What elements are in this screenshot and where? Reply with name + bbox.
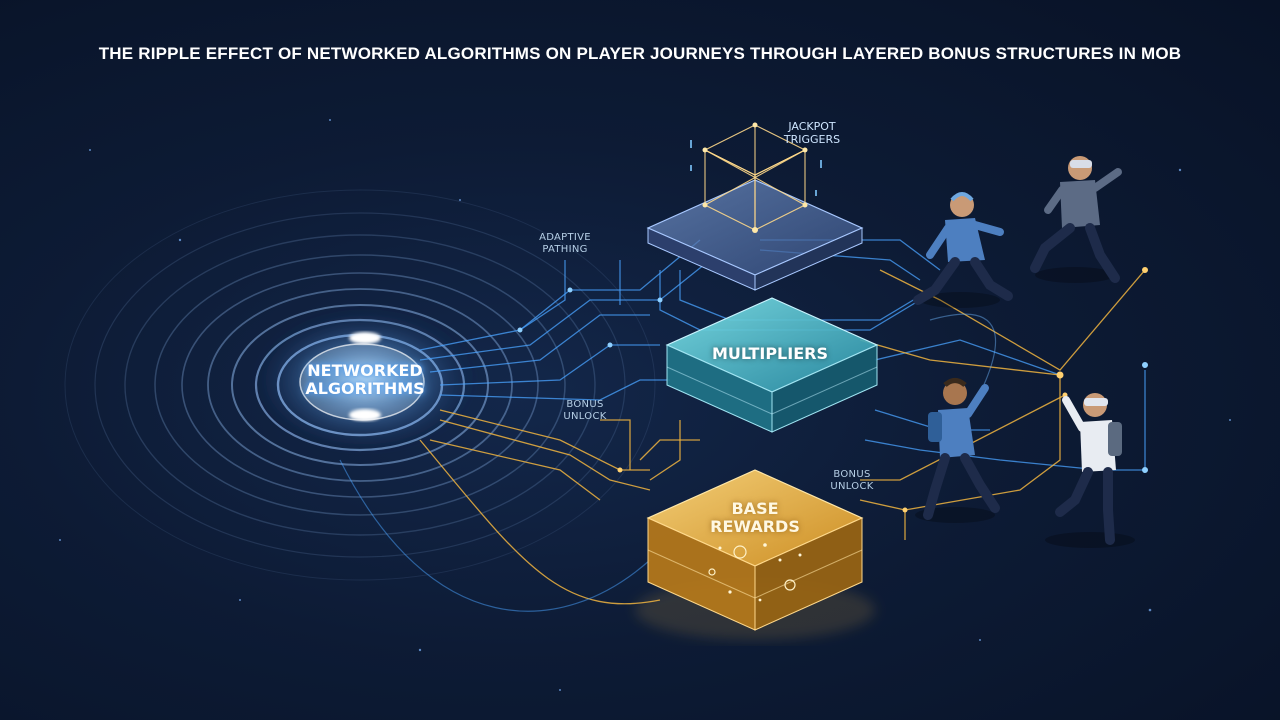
bonus-left-line2: UNLOCK bbox=[563, 410, 607, 422]
player-figure bbox=[913, 192, 1013, 308]
jackpot-label-line1: JACKPOT bbox=[788, 120, 836, 133]
adaptive-pathing-label: ADAPTIVE PATHING bbox=[525, 232, 605, 255]
layer-multipliers bbox=[665, 297, 879, 433]
player-figure bbox=[1045, 393, 1135, 548]
base-rewards-label: BASE REWARDS bbox=[705, 499, 805, 537]
core-node bbox=[255, 310, 475, 450]
bonus-unlock-label-left: BONUS UNLOCK bbox=[555, 399, 615, 422]
circuit-lines-gold bbox=[419, 269, 1146, 605]
bonus-left-line1: BONUS bbox=[566, 399, 604, 410]
bonus-right-line2: UNLOCK bbox=[830, 480, 874, 492]
core-label-line1: NETWORKED bbox=[307, 361, 423, 380]
bonus-right-line1: BONUS bbox=[833, 469, 871, 480]
bonus-unlock-label-right: BONUS UNLOCK bbox=[822, 469, 882, 492]
reward-coin-icon bbox=[708, 545, 796, 591]
base-rewards-line2: REWARDS bbox=[710, 517, 800, 537]
jackpot-triggers-label: JACKPOT TRIGGERS bbox=[772, 120, 852, 146]
multipliers-label: MULTIPLIERS bbox=[712, 344, 828, 363]
layer-jackpot-triggers bbox=[646, 122, 864, 291]
page-title: THE RIPPLE EFFECT OF NETWORKED ALGORITHM… bbox=[98, 44, 1182, 63]
core-label: NETWORKED ALGORITHMS bbox=[300, 361, 430, 399]
jackpot-label-line2: TRIGGERS bbox=[783, 132, 841, 146]
adaptive-line2: PATHING bbox=[542, 243, 588, 255]
background-sparkles bbox=[59, 119, 1231, 691]
layer-base-rewards bbox=[635, 469, 875, 640]
base-rewards-line1: BASE bbox=[731, 499, 779, 518]
player-figure bbox=[915, 378, 1000, 523]
adaptive-line1: ADAPTIVE bbox=[539, 232, 591, 243]
core-label-line2: ALGORITHMS bbox=[305, 379, 425, 399]
player-figure bbox=[1030, 156, 1122, 283]
